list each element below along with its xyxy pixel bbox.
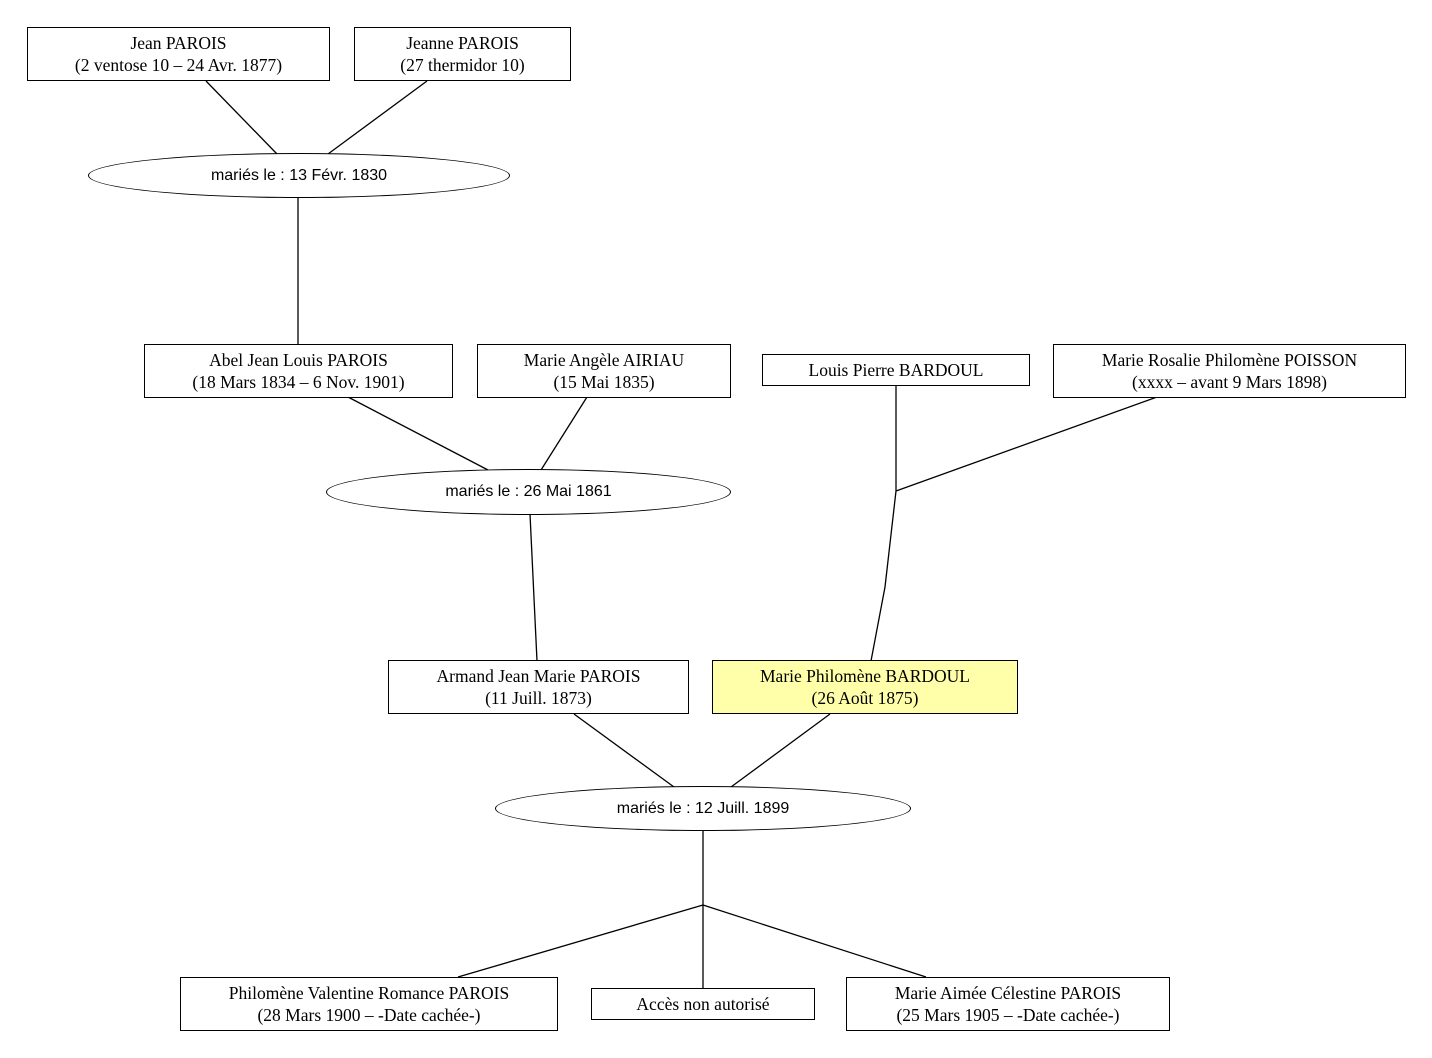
person-dates: (25 Mars 1905 – -Date cachée-) [896,1005,1120,1025]
person-jean-parois[interactable]: Jean PAROIS (2 ventose 10 – 24 Avr. 1877… [27,27,330,81]
union-label: mariés le : 12 Juill. 1899 [616,799,790,817]
edge-marie-philomene-to-union-1899 [730,713,831,788]
person-dates: (2 ventose 10 – 24 Avr. 1877) [74,55,283,75]
person-dates: (28 Mars 1900 – -Date cachée-) [257,1005,481,1025]
edge-junction-to-philomene-valentine [457,904,704,978]
person-name: Abel Jean Louis PAROIS [209,350,388,370]
person-philomene-valentine-romance-parois[interactable]: Philomène Valentine Romance PAROIS (28 M… [180,977,558,1031]
person-acces-non-autorise[interactable]: Accès non autorisé [591,988,815,1020]
person-marie-angele-airiau[interactable]: Marie Angèle AIRIAU (15 Mai 1835) [477,344,731,398]
edge-abel-to-union-1861 [347,396,489,471]
person-dates: (15 Mai 1835) [553,372,655,392]
edge-jean-to-union-1830 [205,80,278,155]
person-name: Marie Philomène BARDOUL [760,666,970,686]
person-marie-aimee-celestine-parois[interactable]: Marie Aimée Célestine PAROIS (25 Mars 19… [846,977,1170,1031]
union-label: mariés le : 13 Févr. 1830 [210,166,388,184]
edge-junction-to-marie-philomene [870,490,897,662]
edge-jeanne-to-union-1830 [327,80,428,155]
person-abel-jean-louis-parois[interactable]: Abel Jean Louis PAROIS (18 Mars 1834 – 6… [144,344,453,398]
union-1830[interactable]: mariés le : 13 Févr. 1830 [88,153,510,198]
person-dates: (11 Juill. 1873) [485,688,592,708]
edge-union-1861-to-armand [529,513,538,662]
person-name: Jean PAROIS [130,33,227,53]
person-name: Philomène Valentine Romance PAROIS [228,983,510,1003]
person-name: Accès non autorisé [636,994,770,1014]
person-name: Jeanne PAROIS [406,33,519,53]
person-jeanne-parois[interactable]: Jeanne PAROIS (27 thermidor 10) [354,27,571,81]
union-1861[interactable]: mariés le : 26 Mai 1861 [326,469,731,515]
person-name: Louis Pierre BARDOUL [808,360,984,380]
edge-marie-angele-to-union-1861 [540,396,588,471]
person-armand-jean-marie-parois[interactable]: Armand Jean Marie PAROIS (11 Juill. 1873… [388,660,689,714]
person-dates: (18 Mars 1834 – 6 Nov. 1901) [192,372,405,392]
edge-armand-to-union-1899 [573,713,675,788]
person-name: Marie Angèle AIRIAU [523,350,685,370]
person-name: Marie Aimée Célestine PAROIS [894,983,1122,1003]
person-dates: (26 Août 1875) [811,688,919,708]
edge-marie-rosalie-to-junction [895,396,1158,492]
union-label: mariés le : 26 Mai 1861 [445,483,612,500]
union-1899[interactable]: mariés le : 12 Juill. 1899 [495,786,911,831]
person-dates: (27 thermidor 10) [400,55,525,75]
person-name: Marie Rosalie Philomène POISSON [1101,350,1358,370]
person-name: Armand Jean Marie PAROIS [436,666,641,686]
person-louis-pierre-bardoul[interactable]: Louis Pierre BARDOUL [762,354,1030,386]
edge-junction-to-marie-aimee [702,904,927,978]
person-marie-rosalie-philomene-poisson[interactable]: Marie Rosalie Philomène POISSON (xxxx – … [1053,344,1406,398]
person-marie-philomene-bardoul[interactable]: Marie Philomène BARDOUL (26 Août 1875) [712,660,1018,714]
person-dates: (xxxx – avant 9 Mars 1898) [1132,372,1327,392]
